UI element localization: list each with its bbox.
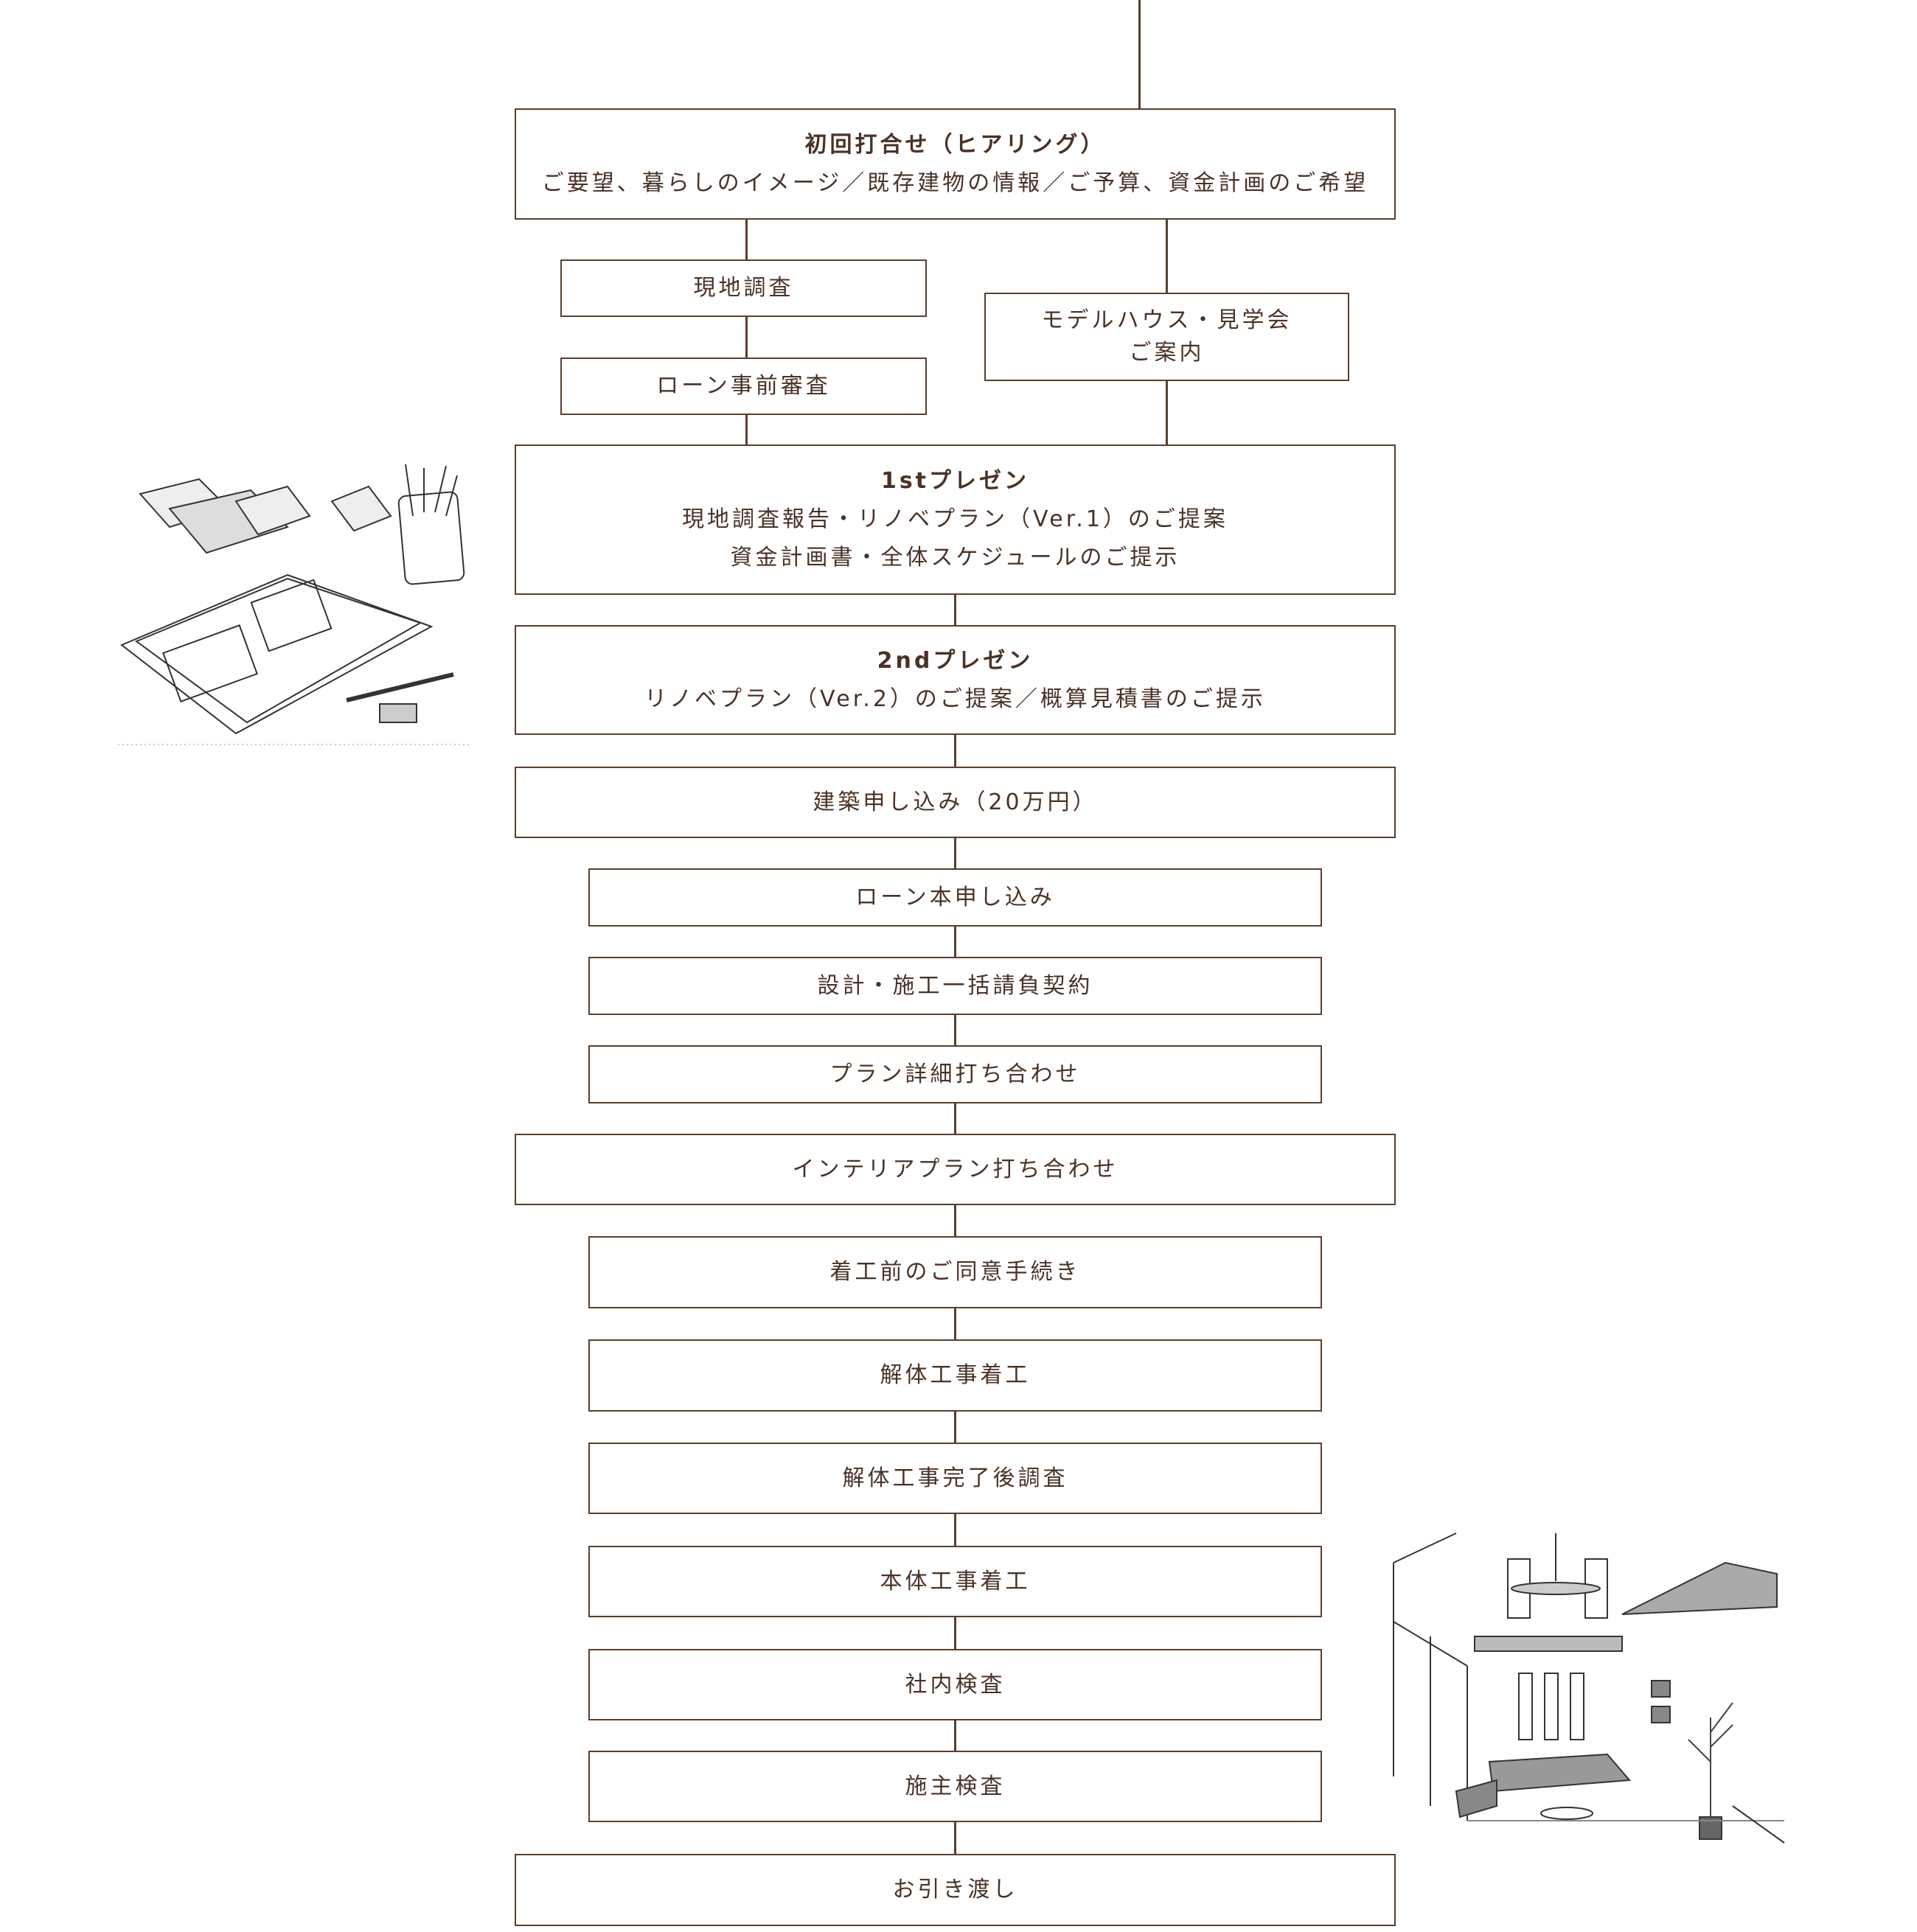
- step-plan-detail: プラン詳細打ち合わせ: [588, 1045, 1322, 1103]
- step-title: 2ndプレゼン: [877, 647, 1034, 674]
- step-desc: リノベプラン（Ver.2）のご提案／概算見積書のご提示: [644, 686, 1266, 712]
- step-title: 初回打合せ（ヒアリング）: [804, 131, 1106, 158]
- step-loan-main: ローン本申し込み: [588, 868, 1322, 927]
- step-main-construction: 本体工事着工: [588, 1546, 1322, 1617]
- step-model-house: モデルハウス・見学会 ご案内: [984, 293, 1349, 381]
- step-label: インテリアプラン打ち合わせ: [792, 1156, 1118, 1182]
- connector-left-3: [745, 415, 748, 445]
- step-desc: 資金計画書・全体スケジュールのご提示: [730, 545, 1180, 571]
- step-label: 社内検査: [905, 1671, 1006, 1698]
- step-desc: 現地調査報告・リノベプラン（Ver.1）のご提案: [682, 506, 1228, 532]
- connector-left-1: [745, 220, 748, 260]
- step-post-demolition-survey: 解体工事完了後調査: [588, 1443, 1322, 1514]
- step-label: お引き渡し: [892, 1877, 1018, 1903]
- step-owner-inspection: 施主検査: [588, 1751, 1322, 1822]
- step-second-presentation: 2ndプレゼン リノベプラン（Ver.2）のご提案／概算見積書のご提示: [515, 625, 1396, 735]
- step-label: 解体工事完了後調査: [842, 1465, 1068, 1491]
- step-internal-inspection: 社内検査: [588, 1649, 1322, 1720]
- step-label: 着工前のご同意手続き: [829, 1259, 1081, 1285]
- step-label: 施主検査: [905, 1773, 1006, 1799]
- step-site-survey: 現地調査: [560, 259, 927, 317]
- step-title: 1stプレゼン: [880, 468, 1030, 494]
- step-demolition: 解体工事着工: [588, 1339, 1322, 1412]
- connector-right-2: [1166, 381, 1168, 445]
- step-first-presentation: 1stプレゼン 現地調査報告・リノベプラン（Ver.1）のご提案 資金計画書・全…: [515, 444, 1396, 595]
- step-label: ローン本申し込み: [855, 884, 1055, 910]
- connector-top: [1138, 0, 1141, 109]
- step-label: ご案内: [1129, 340, 1205, 366]
- step-label: 解体工事着工: [880, 1362, 1031, 1388]
- step-label: 本体工事着工: [880, 1568, 1031, 1594]
- step-interior-plan: インテリアプラン打ち合わせ: [515, 1134, 1396, 1205]
- step-label: 建築申し込み（20万円）: [813, 789, 1098, 815]
- connector-right-1: [1166, 220, 1168, 293]
- step-label: プラン詳細打ち合わせ: [829, 1061, 1081, 1087]
- step-label: 設計・施工一括請負契約: [817, 972, 1093, 999]
- step-label: 現地調査: [693, 275, 794, 301]
- step-loan-pre-review: ローン事前審査: [560, 358, 927, 415]
- step-initial-meeting: 初回打合せ（ヒアリング） ご要望、暮らしのイメージ／既存建物の情報／ご予算、資金…: [515, 108, 1396, 220]
- step-contract: 設計・施工一括請負契約: [588, 957, 1322, 1015]
- step-label: ローン事前審査: [656, 373, 831, 399]
- step-consent: 着工前のご同意手続き: [588, 1236, 1322, 1308]
- step-handover: お引き渡し: [515, 1854, 1396, 1926]
- step-label: モデルハウス・見学会: [1041, 307, 1293, 333]
- step-desc: ご要望、暮らしのイメージ／既存建物の情報／ご予算、資金計画のご希望: [541, 170, 1369, 196]
- living-room-illustration: [1393, 1532, 1785, 1844]
- blueprint-illustration: [118, 464, 472, 745]
- connector-left-2: [745, 317, 748, 358]
- step-build-application: 建築申し込み（20万円）: [515, 767, 1396, 838]
- connector-main: [954, 594, 956, 1855]
